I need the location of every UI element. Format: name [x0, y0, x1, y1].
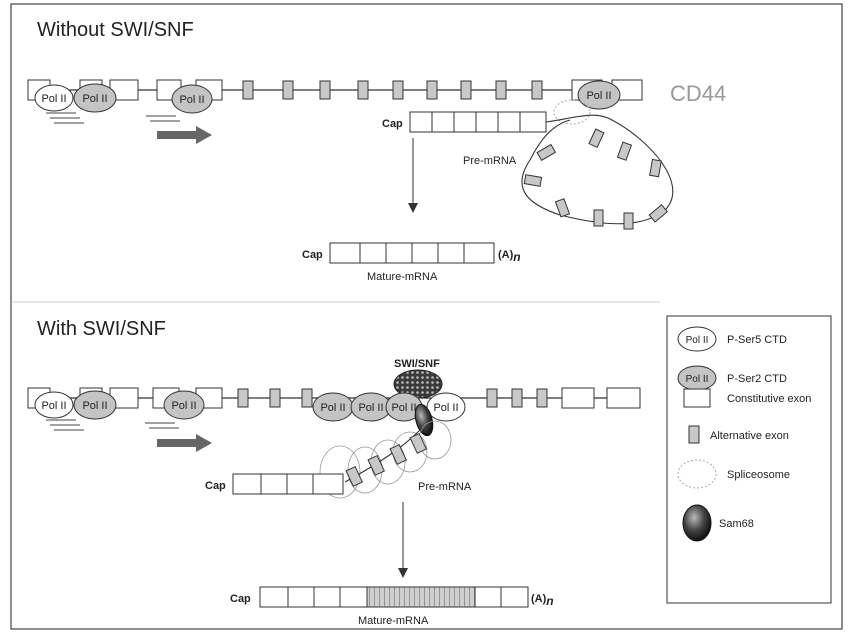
premrna-label: Pre-mRNA: [418, 481, 472, 493]
svg-text:Spliceosome: Spliceosome: [727, 469, 790, 481]
nascent-transcripts: [46, 113, 180, 123]
svg-text:Pol II: Pol II: [391, 402, 416, 414]
mature-mrna-exons: [260, 587, 528, 607]
pol-ii-ser2: Pol II: [172, 85, 212, 113]
mature-mrna-label: Mature-mRNA: [358, 615, 429, 627]
swisnf-label: SWI/SNF: [394, 358, 440, 370]
pol-ii-ser2: Pol II: [578, 81, 620, 109]
alternative-exons: [243, 81, 542, 99]
transcription-direction-arrow: [157, 126, 212, 144]
bottom-panel: With SWI/SNF Pol II Pol II: [28, 318, 640, 627]
premrna-exons: [410, 112, 546, 132]
premrna-exons: [233, 474, 343, 494]
mature-cap-label: Cap: [230, 593, 251, 605]
svg-text:Pol II: Pol II: [686, 374, 709, 385]
svg-text:Pol II: Pol II: [320, 402, 345, 414]
polya-label: (A)n: [531, 593, 554, 608]
polya-label: (A)n: [498, 249, 521, 264]
cap-label: Cap: [382, 118, 403, 130]
svg-text:Sam68: Sam68: [719, 518, 754, 530]
pol-ii-ser2: Pol II: [74, 391, 116, 419]
legend-box: [667, 316, 831, 603]
svg-text:P-Ser5 CTD: P-Ser5 CTD: [727, 334, 787, 346]
svg-text:Pol II: Pol II: [433, 402, 458, 414]
mature-mrna-exons: [330, 243, 494, 263]
pol-ii-ser2: Pol II: [74, 84, 116, 112]
cap-label: Cap: [205, 480, 226, 492]
svg-text:Pol II: Pol II: [41, 400, 66, 412]
pol-ii-ser5: Pol II: [35, 85, 73, 111]
transcription-direction-arrow: [157, 434, 212, 452]
mature-cap-label: Cap: [302, 249, 323, 261]
mature-mrna-label: Mature-mRNA: [367, 271, 438, 283]
bottom-panel-title: With SWI/SNF: [37, 318, 166, 340]
legend: Pol II P-Ser5 CTD Pol II P-Ser2 CTD Cons…: [667, 316, 831, 603]
pol-ii-ser5: Pol II: [35, 392, 73, 418]
svg-text:Pol II: Pol II: [82, 93, 107, 105]
svg-text:Pol II: Pol II: [179, 94, 204, 106]
svg-text:Pol II: Pol II: [82, 400, 107, 412]
processing-arrowhead: [408, 203, 418, 213]
top-panel: Without SWI/SNF CD44 Pol II: [28, 19, 726, 283]
premrna-label: Pre-mRNA: [463, 155, 517, 167]
gene-label: CD44: [670, 81, 726, 106]
svg-text:Constitutive exon: Constitutive exon: [727, 393, 811, 405]
spliceosome: [554, 100, 590, 124]
pol-ii-ser2: Pol II: [313, 393, 353, 421]
nascent-transcripts: [46, 420, 179, 430]
svg-text:P-Ser2 CTD: P-Ser2 CTD: [727, 373, 787, 385]
top-panel-title: Without SWI/SNF: [37, 19, 194, 41]
processing-arrowhead: [398, 568, 408, 578]
svg-text:Alternative exon: Alternative exon: [710, 430, 789, 442]
svg-text:Pol II: Pol II: [358, 402, 383, 414]
svg-text:Pol II: Pol II: [41, 93, 66, 105]
svg-text:Pol II: Pol II: [586, 90, 611, 102]
pol-ii-ser5: Pol II: [427, 393, 465, 421]
svg-text:Pol II: Pol II: [171, 400, 196, 412]
svg-text:Pol II: Pol II: [686, 335, 709, 346]
pol-ii-ser2: Pol II: [164, 391, 204, 419]
pol-ii-ser2: Pol II: [351, 393, 391, 421]
